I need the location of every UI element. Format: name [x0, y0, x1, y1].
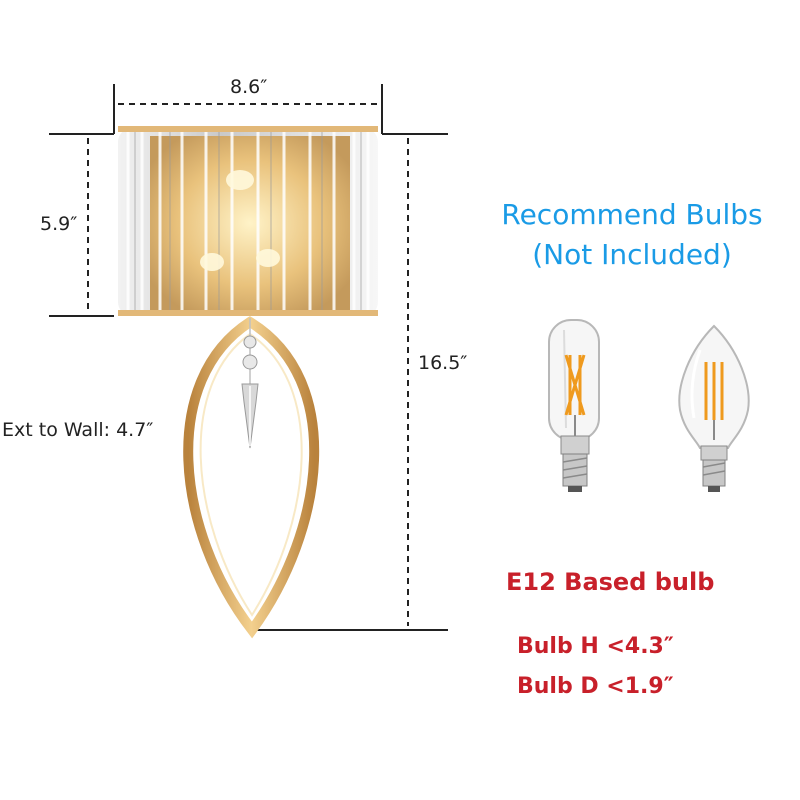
- gold-frame: [183, 316, 320, 639]
- candle-bulb-icon: [678, 324, 750, 492]
- width-dimension-label: 8.6″: [230, 76, 268, 98]
- tubular-bulb-icon: [548, 319, 600, 492]
- shade-height-dimension-label: 5.9″: [40, 213, 78, 235]
- bulb-base-label: E12 Based bulb: [506, 568, 715, 596]
- bulb-diameter-label: Bulb D <1.9″: [517, 674, 674, 699]
- extension-dimension-label: Ext to Wall: 4.7″: [2, 419, 154, 441]
- recommend-bulbs-title: Recommend Bulbs: [501, 198, 763, 231]
- not-included-note: (Not Included): [532, 238, 732, 271]
- dimension-lines: [49, 84, 448, 631]
- crystal-pendant: [241, 318, 259, 449]
- bulb-height-label: Bulb H <4.3″: [517, 634, 674, 659]
- crystal-shade: [118, 126, 378, 316]
- total-height-dimension-label: 16.5″: [418, 352, 468, 374]
